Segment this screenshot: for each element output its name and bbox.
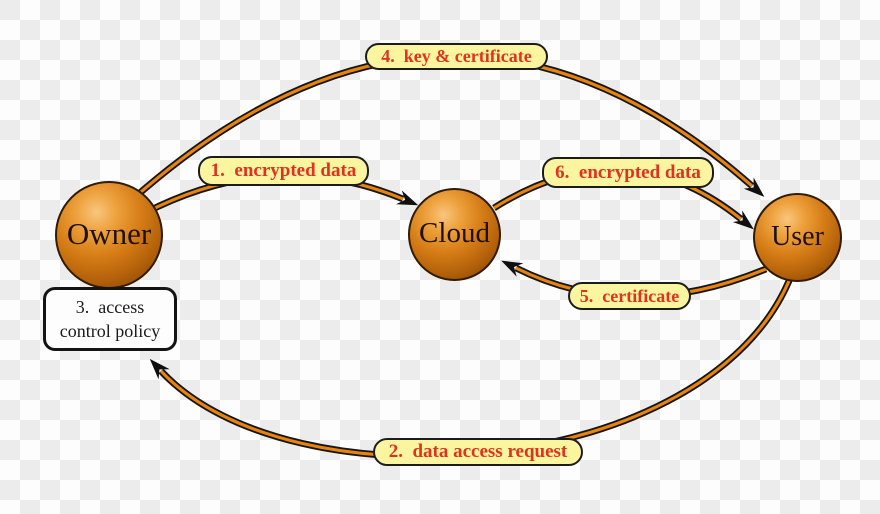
edge-2-data-access-request [149,274,795,460]
node-user-label: User [771,220,824,252]
policy-box-line-2: control policy [59,320,161,341]
node-owner-label: Owner [66,216,152,251]
edge-label-certificate: 5. certificate [568,282,691,310]
node-owner: Owner [55,181,163,289]
edge-label-data-access-request: 2. data access request [373,438,583,466]
edge-label-encrypted-data-6: 6. encrypted data [542,157,714,188]
edge-label-encrypted-data-1: 1. encrypted data [198,156,369,186]
policy-box: 3. access control policy [43,287,177,351]
node-cloud-label: Cloud [419,217,490,249]
edge-label-key-certificate: 4. key & certificate [365,43,548,70]
node-cloud: Cloud [408,188,501,281]
policy-box-line-1: 3. access [75,296,145,317]
node-user: User [753,193,842,282]
